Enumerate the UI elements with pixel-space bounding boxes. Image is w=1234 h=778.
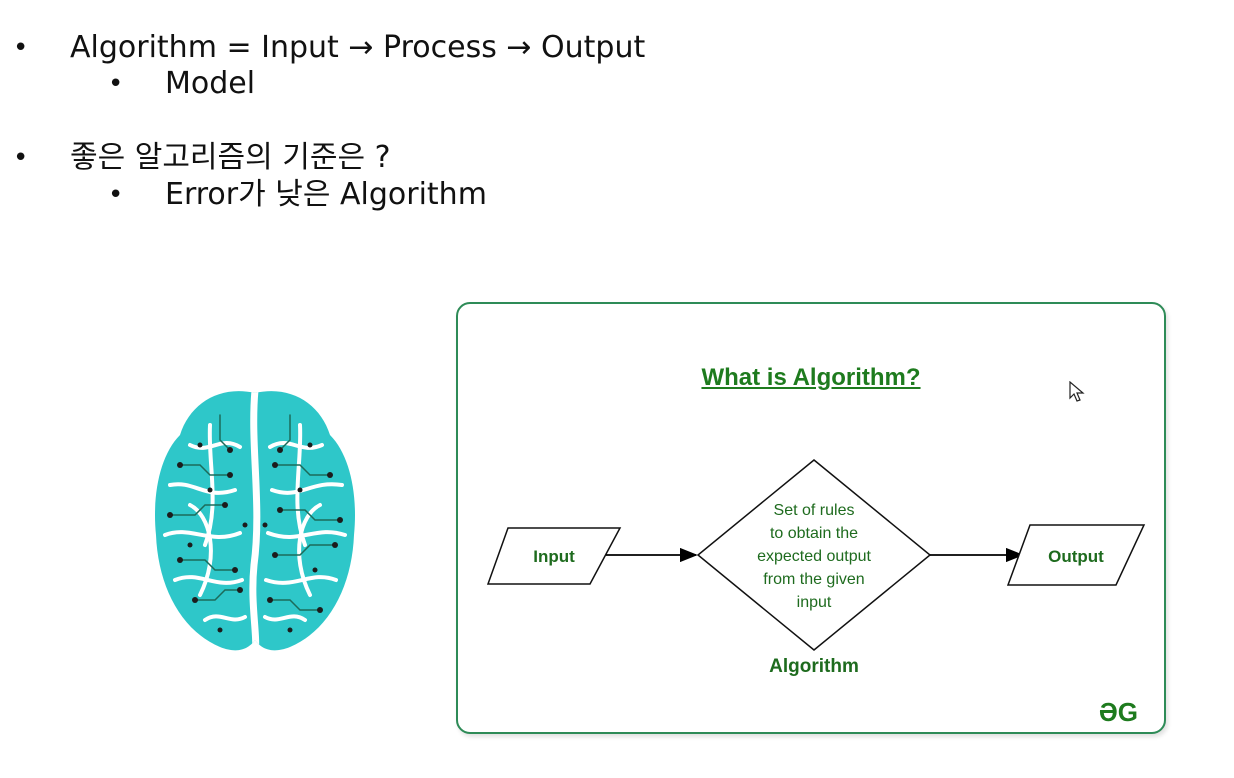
- process-line: to obtain the: [770, 525, 858, 542]
- geeksforgeeks-logo: ƏG: [1099, 697, 1138, 727]
- sub-bullet-marker: •: [108, 180, 124, 210]
- input-shape: [486, 527, 622, 585]
- circuit-brain-icon: [155, 391, 355, 651]
- sub-bullet-model: Model: [165, 66, 256, 101]
- process-line: from the given: [763, 571, 864, 588]
- output-shape: [1006, 524, 1146, 586]
- bullet-good-algorithm-question: 좋은 알고리즘의 기준은 ?: [70, 140, 391, 175]
- process-caption: Algorithm: [769, 656, 859, 677]
- process-line: Set of rules: [774, 502, 855, 519]
- sub-bullet-marker: •: [108, 69, 124, 99]
- output-label: Output: [1048, 547, 1104, 566]
- input-label: Input: [533, 547, 575, 566]
- bullet-marker: •: [13, 33, 29, 63]
- mouse-cursor-icon: [1069, 381, 1085, 402]
- bullet-marker: •: [13, 143, 29, 173]
- algorithm-flowchart: Input Set of rules to obtain the expecte…: [486, 459, 1146, 727]
- process-line: expected output: [757, 548, 871, 565]
- process-shape: [696, 459, 932, 651]
- diagram-title: What is Algorithm?: [701, 364, 921, 391]
- sub-bullet-low-error: Error가 낮은 Algorithm: [165, 177, 487, 212]
- algorithm-diagram-card: What is Algorithm? Input Set of rules to…: [456, 302, 1166, 734]
- process-line: input: [797, 594, 832, 611]
- bullet-algorithm: Algorithm = Input → Process → Output: [70, 30, 646, 65]
